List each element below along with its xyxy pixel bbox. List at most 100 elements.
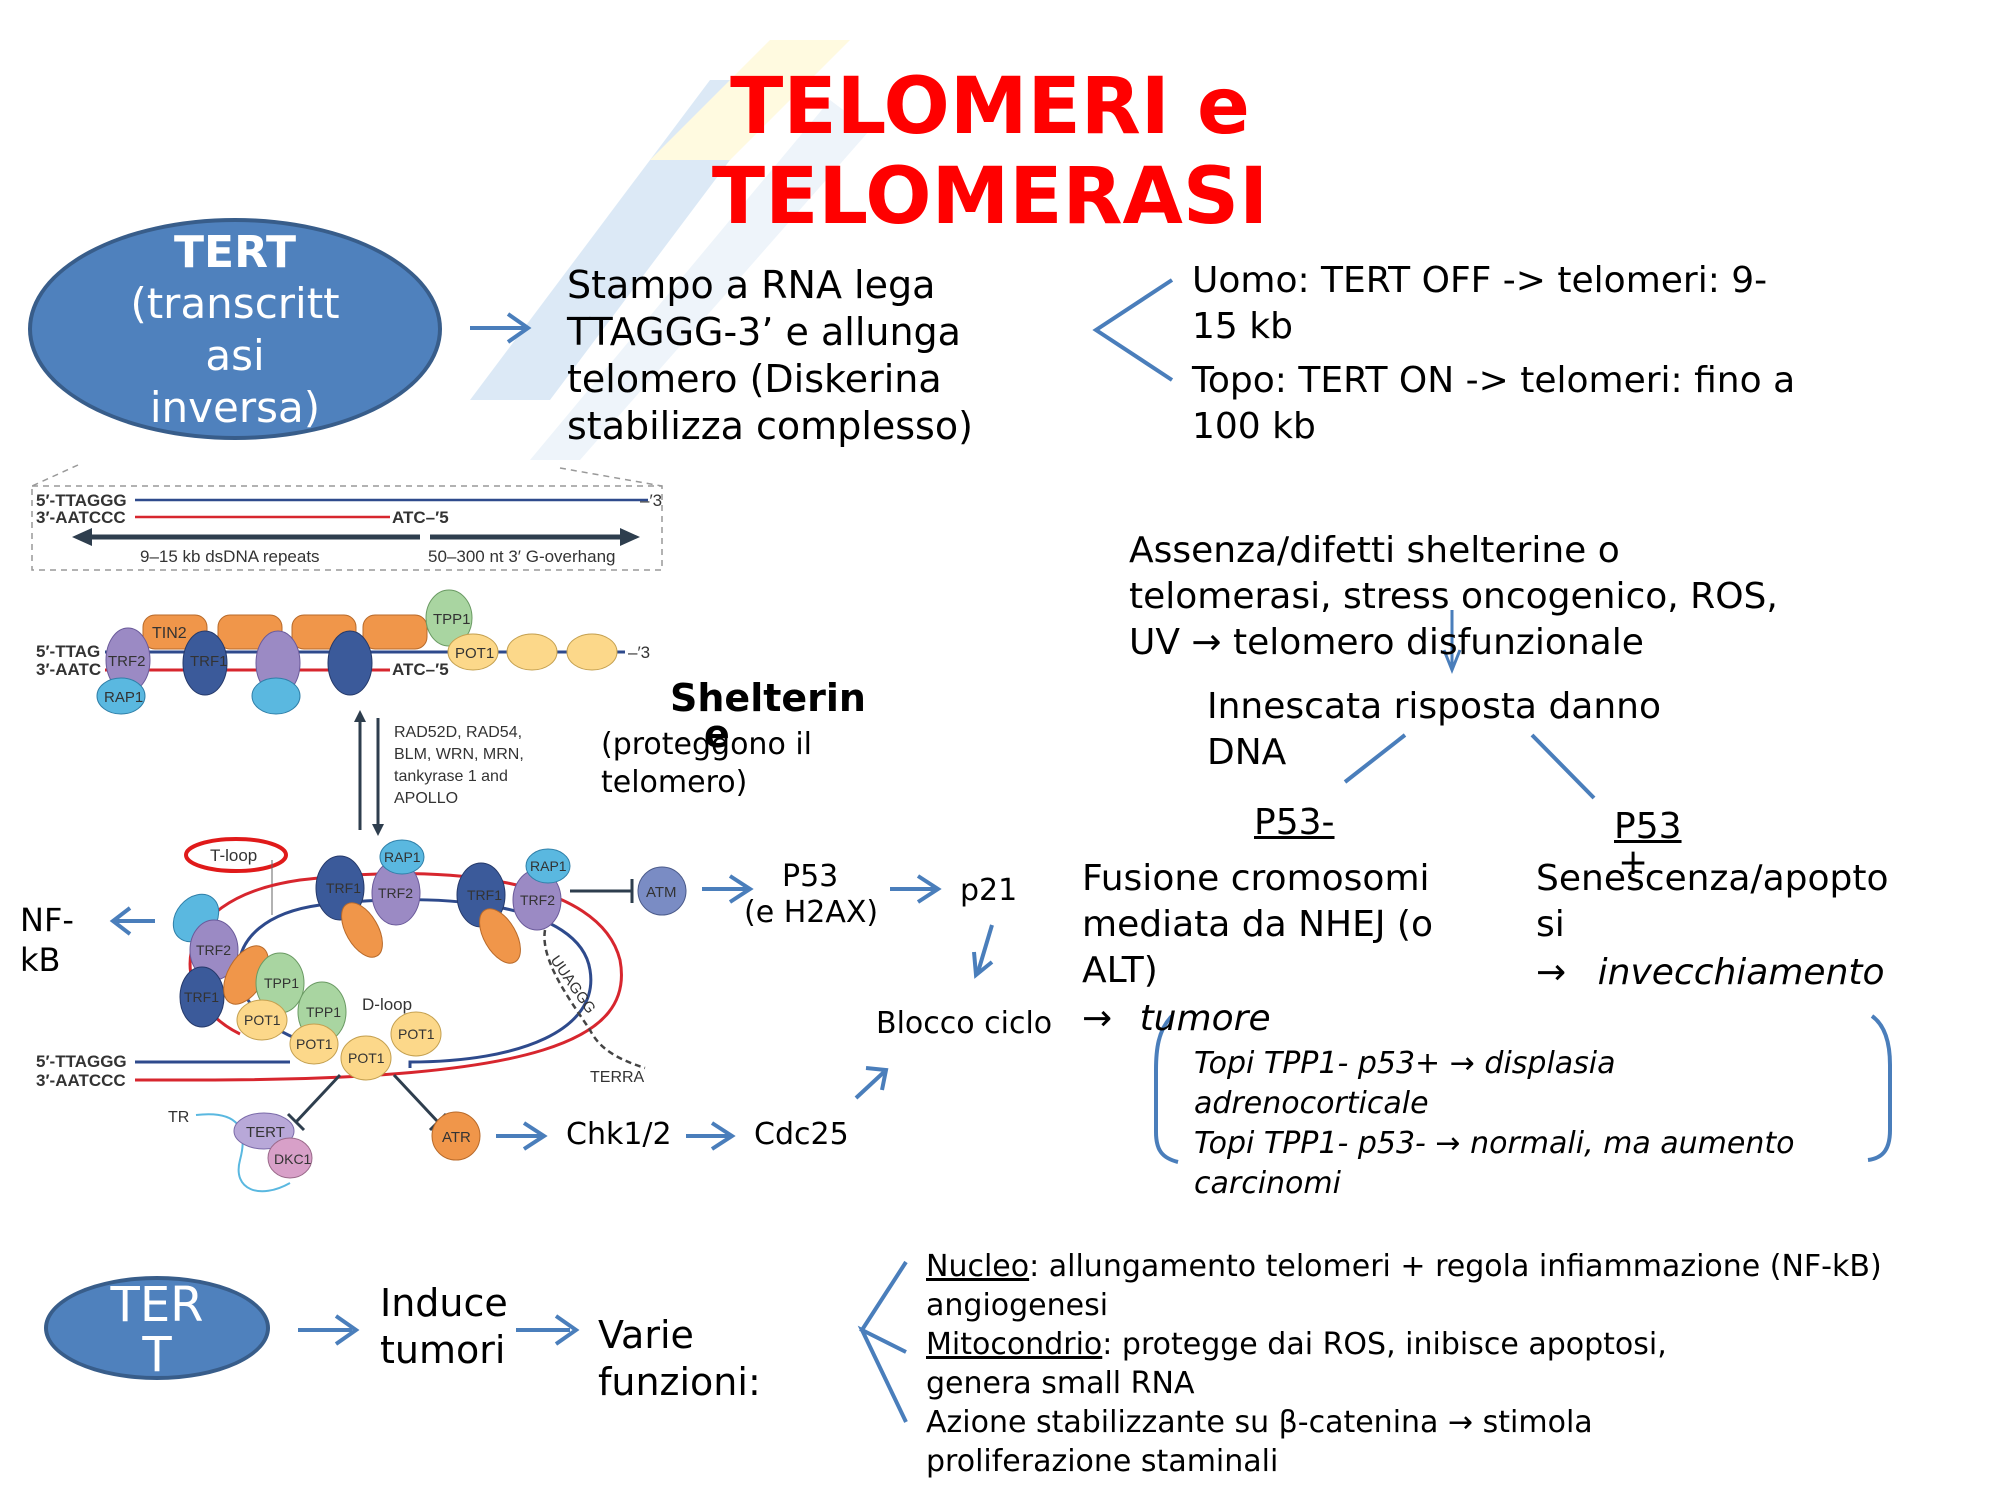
arrow-tert-induce bbox=[298, 1314, 360, 1346]
arrow-atr-chk bbox=[496, 1121, 548, 1151]
factors-line: tankyrase 1 and bbox=[394, 768, 508, 785]
uomo-line: 15 kb bbox=[1192, 306, 1293, 347]
bracket-functions bbox=[857, 1260, 908, 1423]
function-heading: Mitocondrio bbox=[926, 1327, 1103, 1362]
function-text: Azione stabilizzante su β-catenina → sti… bbox=[926, 1405, 1593, 1440]
fusione-line: ALT) bbox=[1082, 950, 1158, 991]
arrow-induce-varie bbox=[516, 1314, 580, 1346]
function-line: proliferazione staminali bbox=[926, 1442, 1882, 1481]
protein-trf1 bbox=[182, 630, 228, 696]
dna-top-3: –′3 bbox=[640, 491, 662, 510]
senescenza-text: Senescenza/apopto si bbox=[1536, 856, 1889, 948]
branch-line-left bbox=[1343, 733, 1407, 784]
trf1-label: TRF1 bbox=[467, 887, 502, 903]
species-uomo: Uomo: TERT OFF -> telomeri: 9- 15 kb bbox=[1192, 258, 1767, 350]
functions-list: Nucleo: allungamento telomeri + regola i… bbox=[926, 1247, 1882, 1481]
fusione-line: Fusione cromosomi bbox=[1082, 858, 1430, 899]
rap1-label: RAP1 bbox=[384, 849, 421, 865]
trf1-label: TRF1 bbox=[326, 880, 361, 896]
mice-line: Topi TPP1- p53+ → displasia bbox=[1194, 1046, 1616, 1081]
function-text: : protegge dai ROS, inibisce apoptosi, bbox=[1102, 1327, 1667, 1362]
shelterin-end-3: –′3 bbox=[628, 643, 650, 662]
protein-atm bbox=[637, 866, 687, 916]
fusione-line: mediata da NHEJ (o bbox=[1082, 904, 1433, 945]
tloop-figure bbox=[135, 837, 687, 1193]
trf2-label: TRF2 bbox=[378, 885, 413, 901]
shelterin-sub-line: (proteggono il bbox=[601, 727, 813, 762]
nfkb-line: NF- bbox=[20, 901, 74, 939]
function-text: : allungamento telomeri + regola infiamm… bbox=[1029, 1249, 1882, 1284]
invecchiamento-label: invecchiamento bbox=[1597, 952, 1885, 993]
tert-oval-line2: (transcritt bbox=[130, 279, 340, 328]
arrow-glyph: → bbox=[1536, 952, 1567, 993]
senescenza-line: Senescenza/apopto bbox=[1536, 858, 1889, 899]
dysfunction-text: Assenza/difetti shelterine o telomerasi,… bbox=[1129, 528, 1778, 666]
arrow-p53-p21 bbox=[890, 874, 942, 904]
function-text: genera small RNA bbox=[926, 1366, 1195, 1401]
protein-atr bbox=[431, 1111, 481, 1161]
function-text: proliferazione staminali bbox=[926, 1444, 1279, 1479]
function-line: genera small RNA bbox=[926, 1364, 1882, 1403]
p21-label: p21 bbox=[960, 873, 1018, 908]
tert-oval: TERT (transcritt asi inversa) bbox=[28, 218, 442, 440]
label-tpp1: TPP1 bbox=[433, 611, 471, 628]
pot1-label: POT1 bbox=[348, 1050, 385, 1066]
shelterin-label: Shelterin bbox=[670, 676, 866, 720]
senescenza-line: si bbox=[1536, 904, 1565, 945]
tumore-label: tumore bbox=[1139, 998, 1271, 1039]
atm-label: ATM bbox=[646, 884, 677, 901]
page-title: TELOMERI e TELOMERASI bbox=[640, 62, 1340, 242]
dna-top-5: 5′-TTAGGG bbox=[36, 491, 127, 510]
dysfunction-line: Assenza/difetti shelterine o bbox=[1129, 530, 1620, 571]
tumore-row: → tumore bbox=[1082, 996, 1271, 1042]
function-text: angiogenesi bbox=[926, 1288, 1109, 1323]
arrow-cdc25-blocco bbox=[854, 1066, 889, 1100]
label-trf2: TRF2 bbox=[108, 653, 146, 670]
mice-line: adrenocorticale bbox=[1194, 1086, 1429, 1121]
dloop-label: D-loop bbox=[362, 995, 412, 1014]
h2ax-label: (e H2AX) bbox=[744, 895, 879, 930]
bracket-mice-left bbox=[1154, 1014, 1179, 1164]
induce-text: Induce tumori bbox=[380, 1280, 508, 1374]
tloop-top-5: 5′-TTAGGG bbox=[36, 1052, 127, 1071]
protein-rap1 bbox=[96, 677, 146, 715]
protein-pot1 bbox=[506, 633, 558, 671]
p53-plus-label: P53 bbox=[1614, 806, 1682, 847]
blocco-label: Blocco ciclo bbox=[876, 1006, 1053, 1041]
arrow-chk-cdc25 bbox=[686, 1121, 736, 1151]
topo-line: Topo: TERT ON -> telomeri: fino a bbox=[1192, 360, 1796, 401]
stampo-line: stabilizza complesso) bbox=[567, 404, 973, 448]
tert-oval-title: TERT bbox=[174, 227, 296, 278]
function-line: Mitocondrio: protegge dai ROS, inibisce … bbox=[926, 1325, 1882, 1364]
terra-label: TERRA bbox=[590, 1069, 645, 1086]
cdc25-label: Cdc25 bbox=[754, 1117, 849, 1152]
protein-rap1 bbox=[251, 677, 301, 715]
induce-line: Induce bbox=[380, 1281, 508, 1325]
mice-line: carcinomi bbox=[1194, 1166, 1341, 1201]
label-rap1: RAP1 bbox=[104, 689, 143, 706]
tr-label: TR bbox=[168, 1109, 189, 1126]
title-line-1: TELOMERI e bbox=[730, 62, 1250, 152]
varie-line: funzioni: bbox=[598, 1360, 761, 1404]
protein-tin2 bbox=[362, 614, 428, 650]
uomo-line: Uomo: TERT OFF -> telomeri: 9- bbox=[1192, 260, 1768, 301]
dna-overhang-label: 50–300 nt 3′ G-overhang bbox=[428, 547, 616, 566]
function-line: Nucleo: allungamento telomeri + regola i… bbox=[926, 1247, 1882, 1286]
p53-label: P53 bbox=[782, 859, 839, 894]
species-topo: Topo: TERT ON -> telomeri: fino a 100 kb bbox=[1192, 358, 1795, 450]
bracket-species bbox=[1092, 278, 1174, 382]
fusione-text: Fusione cromosomi mediata da NHEJ (o ALT… bbox=[1082, 856, 1433, 994]
arrow-down-icon bbox=[1442, 610, 1462, 675]
shelterin-bottom-3: 3′-AATC bbox=[36, 660, 101, 679]
pot1-label: POT1 bbox=[244, 1012, 281, 1028]
tloop-label: T-loop bbox=[210, 846, 257, 865]
dkc1-label: DKC1 bbox=[274, 1151, 312, 1167]
protein-pot1 bbox=[566, 633, 618, 671]
protein-pot1 bbox=[447, 633, 499, 671]
arrow-right-icon bbox=[470, 312, 532, 344]
dna-bottom-5: ATC–′5 bbox=[392, 508, 449, 527]
chk-label: Chk1/2 bbox=[566, 1117, 672, 1152]
bracket-mice-right bbox=[1867, 1014, 1892, 1162]
dna-bottom-3: 3′-AATCCC bbox=[36, 508, 126, 527]
protein-dkc1 bbox=[267, 1137, 313, 1179]
